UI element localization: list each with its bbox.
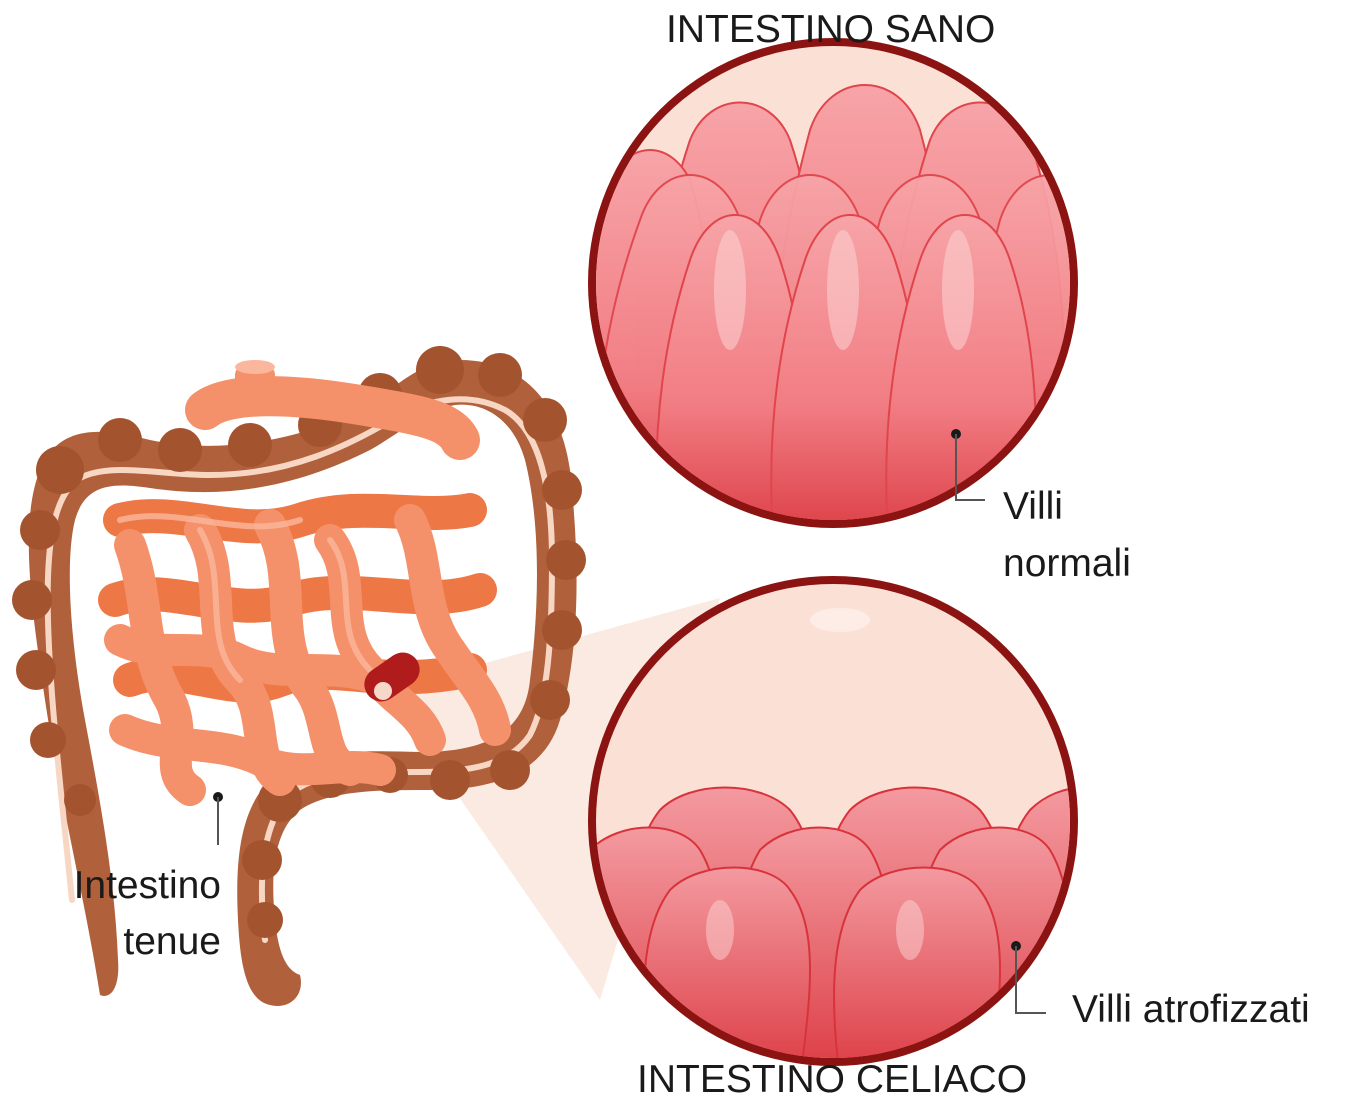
pointer-small-intestine bbox=[213, 792, 223, 845]
villi-atrophic bbox=[564, 788, 1150, 1081]
label-villi-normal-line1: Villi bbox=[1003, 478, 1131, 535]
label-villi-normal: Villi normali bbox=[1003, 478, 1131, 592]
label-villi-atrophic: Villi atrofizzati bbox=[1072, 982, 1310, 1038]
label-small-intestine-line2: tenue bbox=[48, 914, 221, 970]
label-villi-normal-line2: normali bbox=[1003, 535, 1131, 592]
label-small-intestine-line1: Intestino bbox=[48, 858, 221, 914]
title-celiac-intestine: INTESTINO CELIACO bbox=[637, 1052, 1027, 1108]
title-healthy-intestine: INTESTINO SANO bbox=[0, 2, 1350, 58]
label-small-intestine: Intestino tenue bbox=[48, 858, 221, 970]
